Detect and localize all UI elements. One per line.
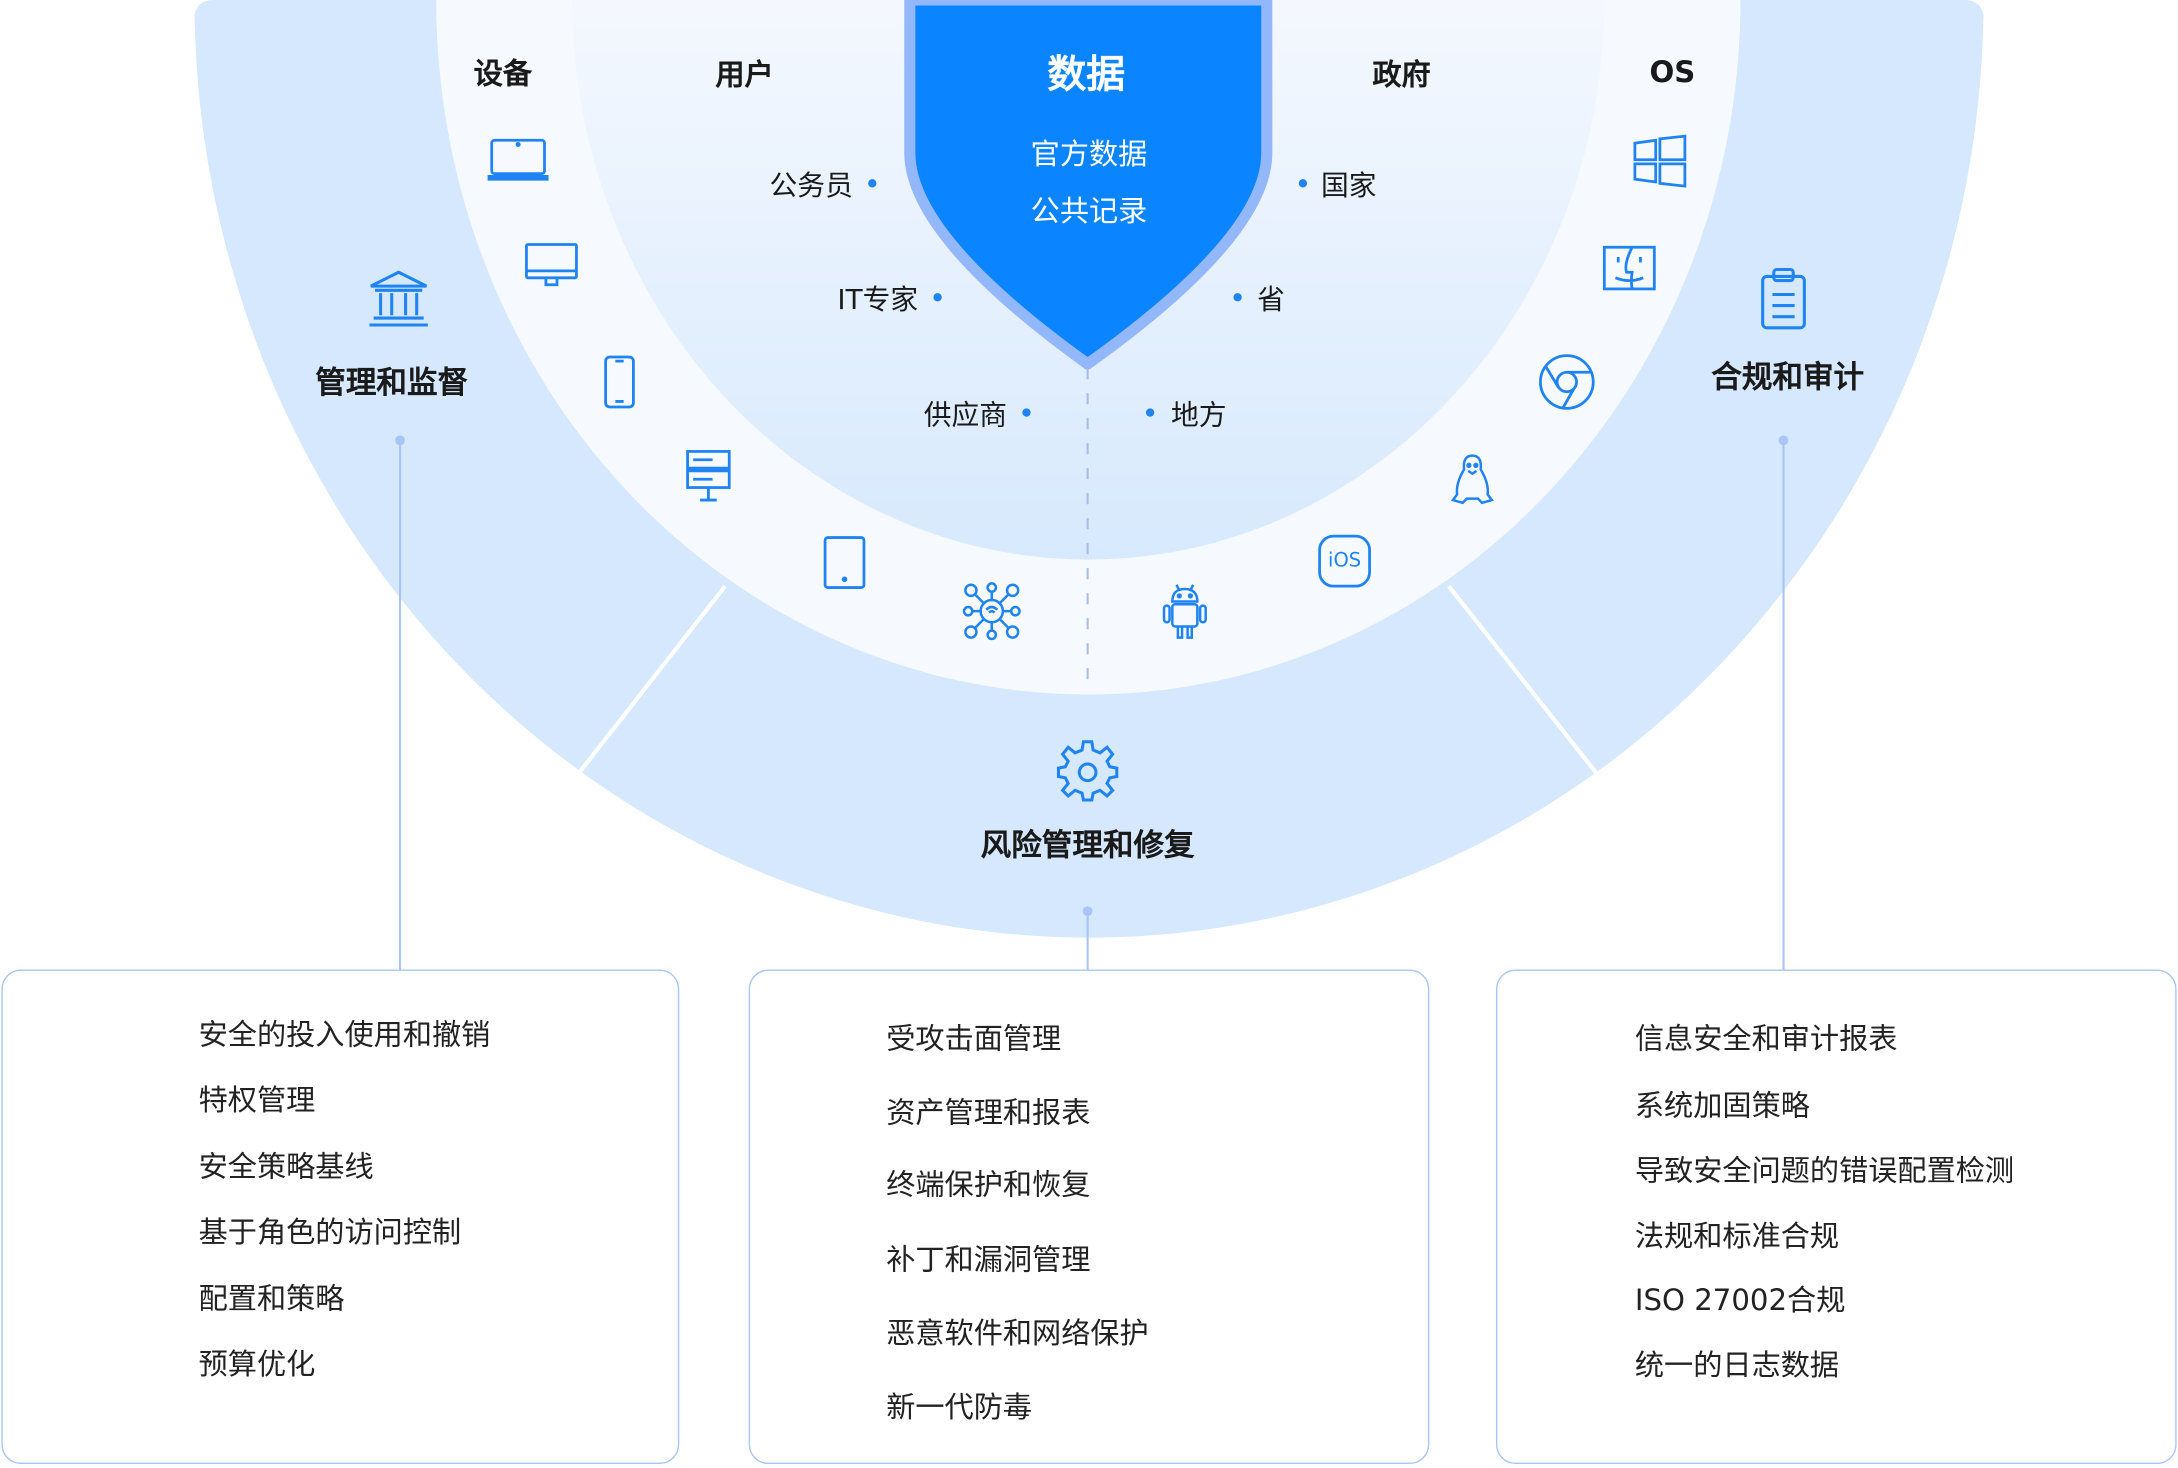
user-civil-servant: 公务员 [769, 168, 853, 203]
divider-right [1447, 584, 1602, 780]
category-os: OS [1649, 55, 1696, 89]
category-users: 用户 [715, 58, 774, 92]
category-government: 政府 [1372, 58, 1431, 92]
list-item: 终端保护和恢复 [886, 1168, 1091, 1202]
risk-box [748, 969, 1430, 1465]
list-item: 安全的投入使用和撤销 [198, 1018, 491, 1052]
compliance-box [1495, 969, 2177, 1465]
list-item: 配置和策略 [198, 1282, 345, 1316]
user-it-expert: IT专家 [837, 282, 919, 317]
monitor-icon [524, 242, 580, 289]
data-line-public: 公共记录 [1030, 194, 1148, 228]
list-item: 受攻击面管理 [886, 1022, 1062, 1056]
iot-network-icon [962, 582, 1021, 641]
list-item: 安全策略基线 [198, 1150, 374, 1184]
server-icon [685, 449, 732, 505]
list-item: 补丁和漏洞管理 [886, 1243, 1091, 1277]
linux-icon [1450, 453, 1494, 506]
data-title: 数据 [1047, 51, 1126, 98]
list-item: 特权管理 [198, 1083, 316, 1117]
gov-local: 地方 [1170, 397, 1227, 432]
ios-icon: iOS [1317, 533, 1373, 589]
list-item: 法规和标准合规 [1634, 1219, 1840, 1253]
list-item: 预算优化 [198, 1347, 316, 1381]
chrome-icon [1538, 353, 1596, 411]
gear-icon [1056, 738, 1120, 802]
android-icon [1161, 582, 1208, 640]
bank-icon [367, 268, 431, 329]
data-line-official: 官方数据 [1030, 137, 1148, 171]
list-item: 统一的日志数据 [1634, 1348, 1840, 1383]
list-item: 资产管理和报表 [886, 1095, 1091, 1130]
section-compliance-title: 合规和审计 [1711, 361, 1865, 396]
section-risk-title: 风险管理和修复 [980, 829, 1195, 864]
list-item: 基于角色的访问控制 [198, 1215, 462, 1249]
section-governance-title: 管理和监督 [315, 366, 469, 402]
smartphone-icon [603, 354, 636, 410]
macos-finder-icon [1602, 244, 1658, 291]
list-item: ISO 27002合规 [1634, 1283, 1846, 1317]
category-devices: 设备 [473, 56, 532, 91]
list-item: 信息安全和审计报表 [1634, 1022, 1898, 1056]
list-item: 导致安全问题的错误配置检测 [1634, 1154, 2015, 1188]
data-shield [904, 0, 1273, 370]
list-item: 新一代防毒 [886, 1390, 1033, 1424]
list-item: 恶意软件和网络保护 [886, 1316, 1149, 1351]
divider-left [573, 584, 727, 780]
gov-national: 国家 [1320, 168, 1377, 203]
user-supplier: 供应商 [923, 397, 1008, 432]
governance-box [1, 969, 680, 1465]
tablet-icon [822, 535, 866, 591]
clipboard-icon [1759, 267, 1809, 331]
laptop-icon [487, 138, 549, 182]
gov-province: 省 [1257, 282, 1285, 317]
windows-icon [1632, 133, 1688, 189]
list-item: 系统加固策略 [1634, 1088, 1810, 1123]
